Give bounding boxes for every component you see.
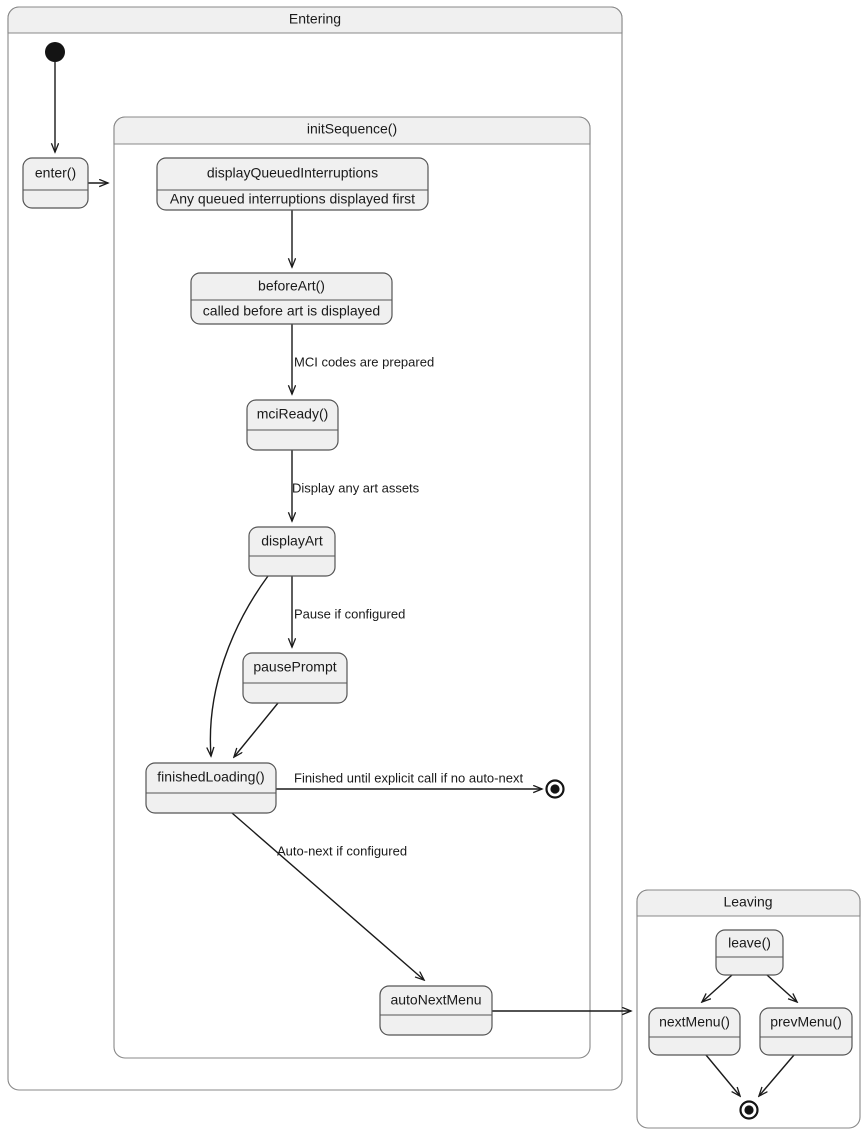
transition-displayart-to-finishedloading — [210, 575, 269, 756]
state-prevmenu[interactable]: prevMenu() — [759, 1007, 853, 1056]
state-displayart-box — [248, 526, 336, 577]
transitions-layer — [55, 62, 797, 1096]
composite-state-initsequence[interactable]: initSequence() — [113, 116, 591, 1059]
state-prevmenu-box — [759, 1007, 853, 1056]
state-beforeart[interactable]: beforeArt() called before art is display… — [190, 272, 393, 325]
state-enter-box — [22, 157, 89, 209]
state-displayqueuedinterruptions[interactable]: displayQueuedInterruptions Any queued in… — [156, 157, 429, 211]
initsequence-title: initSequence() — [307, 121, 397, 137]
state-leave[interactable]: leave() — [715, 929, 784, 976]
state-finishedloading[interactable]: finishedLoading() — [145, 762, 277, 814]
state-beforeart-label: beforeArt() — [258, 278, 325, 294]
entering-header-bar — [7, 6, 623, 34]
transition-leave-to-prevmenu — [766, 974, 797, 1002]
state-mciready-label: mciReady() — [257, 406, 329, 422]
final-state-core-icon — [550, 784, 560, 794]
state-leave-box — [715, 929, 784, 976]
initsequence-header-bar — [113, 116, 591, 145]
state-nextmenu-label: nextMenu() — [659, 1014, 730, 1030]
transition-pauseprompt-to-finishedloading — [234, 702, 279, 757]
transition-label-mci-codes: MCI codes are prepared — [294, 354, 434, 369]
state-autonextmenu[interactable]: autoNextMenu — [379, 985, 493, 1036]
entering-title: Entering — [289, 11, 341, 27]
state-beforeart-box — [190, 272, 393, 325]
transition-leave-to-nextmenu — [702, 974, 733, 1002]
state-nextmenu[interactable]: nextMenu() — [648, 1007, 741, 1056]
initial-state-icon — [45, 42, 65, 62]
state-prevmenu-label: prevMenu() — [770, 1014, 842, 1030]
transition-nextmenu-to-final — [705, 1054, 740, 1096]
state-mciready[interactable]: mciReady() — [246, 399, 339, 451]
state-autonextmenu-label: autoNextMenu — [390, 992, 481, 1008]
state-mciready-box — [246, 399, 339, 451]
state-pauseprompt-label: pausePrompt — [253, 659, 336, 675]
state-pauseprompt[interactable]: pausePrompt — [242, 652, 348, 704]
pseudostate-initial-start[interactable] — [45, 42, 65, 62]
state-beforeart-description: called before art is displayed — [203, 303, 380, 319]
state-displayart-label: displayArt — [261, 533, 323, 549]
transition-prevmenu-to-final — [759, 1054, 795, 1096]
state-autonextmenu-box — [379, 985, 493, 1036]
state-enter-label: enter() — [35, 165, 76, 181]
transition-finishedloading-to-autonextmenu — [231, 812, 424, 980]
leaving-title: Leaving — [723, 894, 772, 910]
transition-label-finished-until-explicit-call: Finished until explicit call if no auto-… — [294, 770, 523, 785]
state-finishedloading-label: finishedLoading() — [157, 769, 264, 785]
final-state-core-icon — [744, 1105, 754, 1115]
state-nextmenu-box — [648, 1007, 741, 1056]
state-dqi-box — [156, 157, 429, 211]
transition-label-auto-next-if-configured: Auto-next if configured — [277, 843, 407, 858]
state-displayart[interactable]: displayArt — [248, 526, 336, 577]
transition-label-pause-if-configured: Pause if configured — [294, 606, 405, 621]
state-leave-label: leave() — [728, 935, 771, 951]
pseudostate-final-entering[interactable] — [545, 779, 565, 799]
transition-labels-layer: MCI codes are prepared Display any art a… — [277, 354, 523, 858]
pseudostate-final-leaving[interactable] — [739, 1100, 759, 1120]
state-dqi-label: displayQueuedInterruptions — [207, 165, 378, 181]
state-pauseprompt-box — [242, 652, 348, 704]
composite-state-leaving[interactable]: Leaving — [636, 889, 861, 1129]
state-finishedloading-box — [145, 762, 277, 814]
state-enter[interactable]: enter() — [22, 157, 89, 209]
leaving-header-bar — [636, 889, 861, 917]
transition-label-display-art-assets: Display any art assets — [292, 480, 420, 495]
state-dqi-description: Any queued interruptions displayed first — [170, 191, 415, 207]
